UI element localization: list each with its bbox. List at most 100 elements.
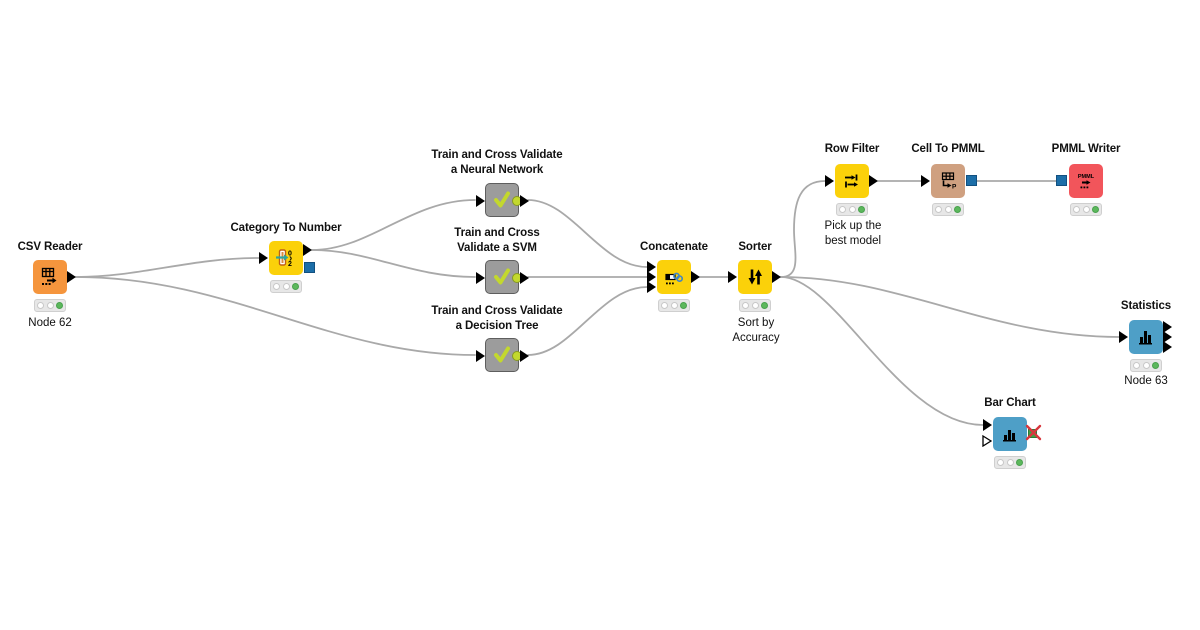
- input-port[interactable]: [476, 350, 485, 362]
- node-label-train-decision-tree: Train and Cross Validate a Decision Tree: [431, 305, 563, 332]
- node-label-statistics: Statistics: [1120, 300, 1172, 312]
- status-light: [742, 302, 749, 309]
- output-port[interactable]: [303, 244, 312, 256]
- status-traffic-light: [932, 203, 964, 216]
- node-label-pmml-writer: PMML Writer: [1051, 143, 1121, 155]
- status-light-green: [1016, 459, 1023, 466]
- csv-reader-icon: [41, 267, 57, 285]
- node-category-to-number[interactable]: 0 2: [259, 241, 315, 275]
- wire-sorter-to-statistics[interactable]: [780, 276, 1120, 338]
- node-label-category-to-number: Category To Number: [230, 222, 342, 234]
- node-pmml-writer[interactable]: PMML: [1056, 164, 1103, 198]
- pmml-input-port[interactable]: [1056, 175, 1067, 186]
- status-light: [37, 302, 44, 309]
- checkmark-icon: [494, 268, 510, 285]
- output-port[interactable]: [869, 175, 878, 187]
- node-annotation-csv-reader[interactable]: Node 62: [28, 317, 72, 329]
- node-cell-to-pmml[interactable]: P: [921, 164, 977, 198]
- node-annotation-sorter[interactable]: Sort by Accuracy: [732, 317, 780, 344]
- status-light: [273, 283, 280, 290]
- metanode-train-decision-tree[interactable]: [476, 338, 529, 372]
- wire-sorter-to-bar-chart[interactable]: [780, 276, 984, 426]
- node-label-train-neural-network: Train and Cross Validate a Neural Networ…: [431, 149, 563, 176]
- pmml-output-port[interactable]: [966, 175, 977, 186]
- status-traffic-light: [994, 456, 1026, 469]
- output-port[interactable]: [772, 271, 781, 283]
- input-port[interactable]: [1119, 331, 1128, 343]
- wire-decision-tree-to-concatenate[interactable]: [527, 286, 648, 356]
- wire-category-to-svm[interactable]: [311, 249, 476, 278]
- node-label-concatenate: Concatenate: [640, 241, 708, 253]
- optional-input-port[interactable]: [982, 435, 992, 447]
- bar-chart-icon: [1003, 430, 1016, 442]
- status-traffic-light: [1070, 203, 1102, 216]
- node-concatenate[interactable]: [647, 260, 700, 294]
- row-filter-icon: [845, 174, 858, 188]
- status-traffic-light: [836, 203, 868, 216]
- node-label-bar-chart: Bar Chart: [984, 397, 1036, 409]
- input-port[interactable]: [259, 252, 268, 264]
- status-light: [661, 302, 668, 309]
- output-port-1[interactable]: [1163, 321, 1172, 333]
- output-port[interactable]: [67, 271, 76, 283]
- node-label-train-svm: Train and Cross Validate a SVM: [454, 227, 540, 254]
- input-port[interactable]: [476, 272, 485, 284]
- status-light-green: [1092, 206, 1099, 213]
- input-port[interactable]: [983, 419, 992, 431]
- output-port-3[interactable]: [1163, 341, 1172, 353]
- node-sorter[interactable]: [728, 260, 781, 294]
- input-port-3[interactable]: [647, 281, 656, 293]
- status-light-green: [56, 302, 63, 309]
- status-light: [935, 206, 942, 213]
- node-row-filter[interactable]: [825, 164, 878, 198]
- status-traffic-light: [1130, 359, 1162, 372]
- output-port[interactable]: [691, 271, 700, 283]
- svg-text:P: P: [952, 184, 957, 191]
- status-light: [1082, 206, 1090, 213]
- metanode-train-neural-network[interactable]: [476, 183, 529, 217]
- input-port-1[interactable]: [647, 261, 656, 273]
- status-light-green: [858, 206, 865, 213]
- status-light: [848, 206, 856, 213]
- input-port[interactable]: [476, 195, 485, 207]
- input-port[interactable]: [728, 271, 737, 283]
- output-port[interactable]: [520, 350, 529, 362]
- checkmark-icon: [494, 191, 510, 208]
- node-bar-chart[interactable]: [982, 417, 1042, 451]
- node-label-row-filter: Row Filter: [824, 143, 880, 155]
- sort-arrows-icon: [748, 269, 762, 285]
- status-traffic-light: [34, 299, 66, 312]
- output-port-2[interactable]: [1163, 331, 1172, 343]
- output-port[interactable]: [520, 195, 529, 207]
- input-port-2[interactable]: [647, 271, 656, 283]
- wire-neural-network-to-concatenate[interactable]: [527, 199, 648, 268]
- pmml-output-port[interactable]: [304, 262, 315, 273]
- wire-category-to-neural-network[interactable]: [311, 199, 476, 251]
- wire-csv-to-decision-tree[interactable]: [75, 276, 476, 356]
- cell-to-pmml-icon: P: [941, 172, 957, 191]
- svg-text:2: 2: [288, 261, 292, 268]
- checkmark-icon: [494, 346, 510, 363]
- node-statistics[interactable]: [1119, 320, 1172, 354]
- node-label-sorter: Sorter: [738, 241, 772, 253]
- status-light: [1142, 362, 1150, 369]
- wire-sorter-to-row-filter[interactable]: [780, 180, 826, 278]
- svg-text:PMML: PMML: [1078, 174, 1095, 180]
- node-csv-reader[interactable]: [33, 260, 76, 294]
- status-light-green: [954, 206, 961, 213]
- input-port[interactable]: [921, 175, 930, 187]
- category-to-number-icon: 0 2: [276, 249, 292, 268]
- status-light-green: [761, 302, 768, 309]
- node-annotation-row-filter[interactable]: Pick up the best model: [824, 220, 882, 247]
- status-light: [1073, 206, 1080, 213]
- node-annotation-statistics[interactable]: Node 63: [1124, 375, 1168, 387]
- status-light: [282, 283, 290, 290]
- node-label-cell-to-pmml: Cell To PMML: [911, 143, 985, 155]
- status-light: [1133, 362, 1140, 369]
- metanode-train-svm[interactable]: [476, 260, 529, 294]
- output-port[interactable]: [520, 272, 529, 284]
- input-port[interactable]: [825, 175, 834, 187]
- wire-csv-to-category[interactable]: [75, 257, 260, 278]
